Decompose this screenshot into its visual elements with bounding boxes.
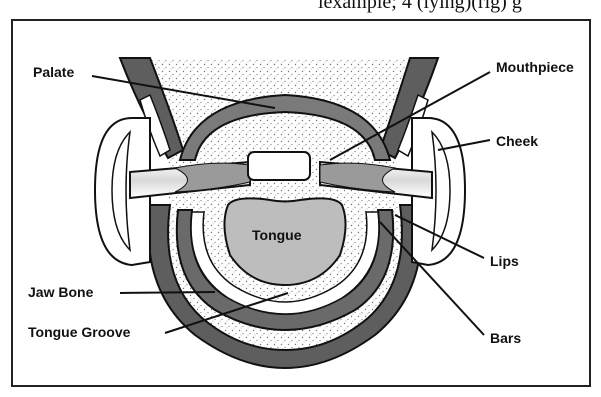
label-cheek: Cheek [496,133,538,149]
label-jaw-bone: Jaw Bone [28,284,94,300]
header-fragment: lexample; 4 (lying)(rig) g [318,0,522,13]
label-tongue-groove: Tongue Groove [28,324,131,340]
label-mouthpiece: Mouthpiece [496,59,574,75]
label-lips: Lips [490,253,519,269]
leader-jaw-bone [120,292,215,293]
mouthpiece-shape [248,152,310,180]
label-tongue: Tongue [252,227,302,243]
label-bars: Bars [490,330,521,346]
label-palate: Palate [33,64,74,80]
